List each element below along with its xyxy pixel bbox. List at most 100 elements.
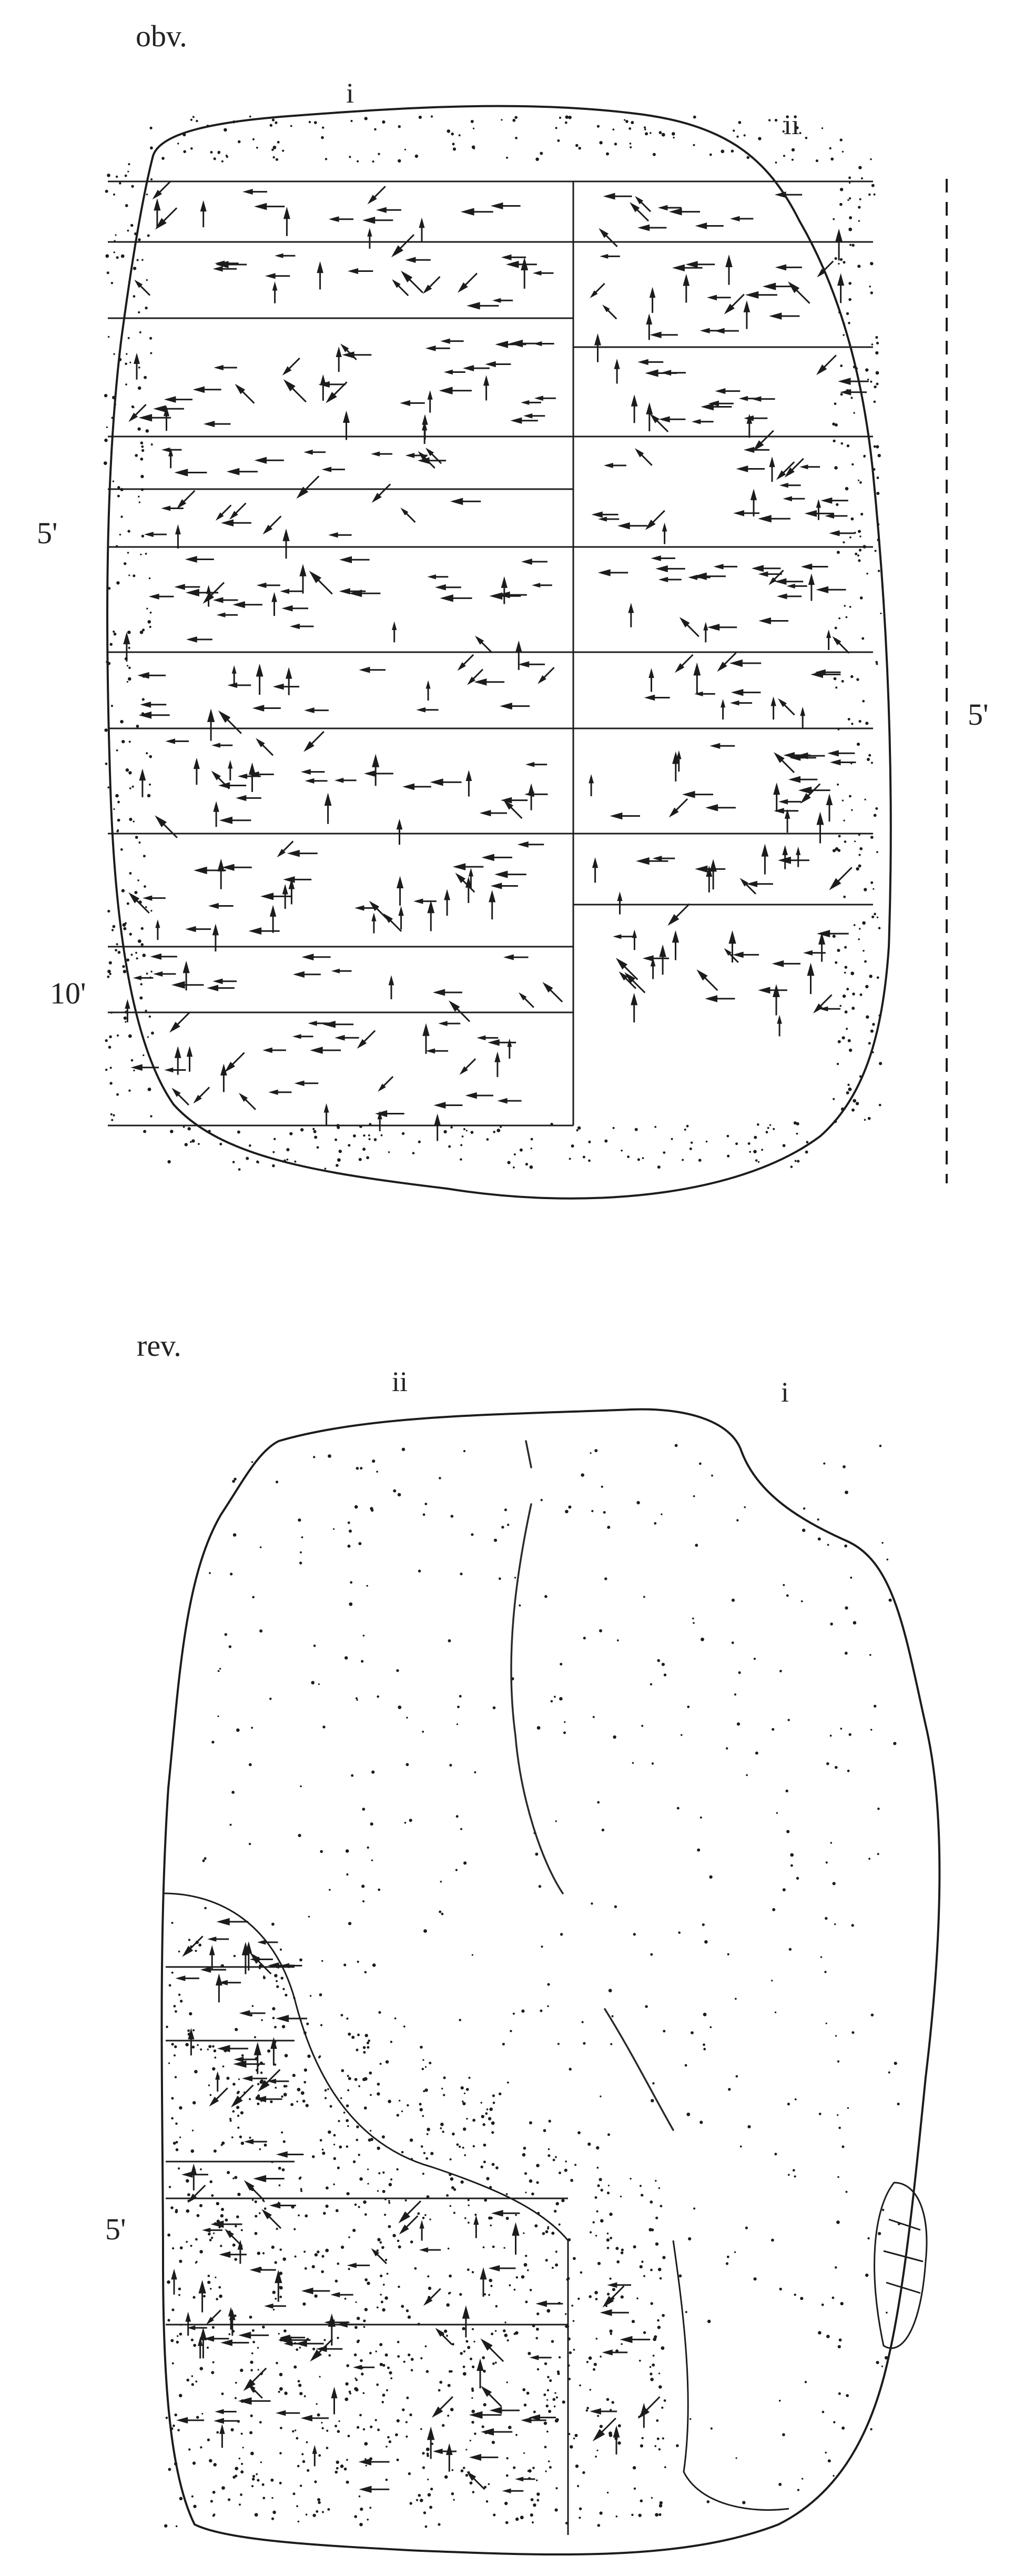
stipple-dot bbox=[631, 2320, 635, 2324]
stipple-dot bbox=[857, 265, 861, 268]
stipple-dot bbox=[358, 2495, 361, 2498]
stipple-dot bbox=[420, 2357, 423, 2360]
stipple-dot bbox=[440, 1881, 442, 1883]
stipple-dot bbox=[401, 1132, 405, 1135]
stipple-dot bbox=[418, 1569, 421, 1573]
cuneiform-wedge bbox=[730, 700, 753, 706]
stipple-dot bbox=[272, 2510, 276, 2514]
reverse-outline bbox=[160, 1408, 941, 2556]
stipple-dot bbox=[625, 120, 628, 123]
stipple-dot bbox=[312, 1128, 315, 1130]
stipple-dot bbox=[504, 1508, 508, 1512]
stipple-dot bbox=[502, 2043, 505, 2046]
stipple-dot bbox=[250, 2369, 253, 2372]
stipple-dot bbox=[865, 985, 869, 989]
stipple-dot bbox=[272, 2308, 275, 2311]
stipple-dot bbox=[429, 2062, 432, 2065]
stipple-dot bbox=[888, 1598, 892, 1602]
cuneiform-wedge bbox=[774, 578, 804, 585]
stipple-dot bbox=[847, 1769, 850, 1772]
stipple-dot bbox=[385, 2478, 388, 2481]
stipple-dot bbox=[460, 1158, 462, 1161]
stipple-dot bbox=[875, 807, 878, 810]
stipple-dot bbox=[447, 2415, 450, 2417]
stipple-dot bbox=[443, 2329, 448, 2333]
stipple-dot bbox=[850, 675, 854, 678]
stipple-dot bbox=[262, 2497, 266, 2500]
stipple-dot bbox=[142, 954, 146, 957]
stipple-dot bbox=[488, 2483, 490, 2486]
stipple-dot bbox=[851, 1007, 855, 1010]
stipple-dot bbox=[381, 2401, 384, 2403]
stipple-dot bbox=[333, 1528, 335, 1530]
stipple-dot bbox=[506, 2381, 508, 2384]
stipple-dot bbox=[137, 939, 141, 943]
stipple-dot bbox=[320, 1850, 323, 1853]
stipple-dot bbox=[386, 2446, 388, 2448]
cuneiform-wedge bbox=[510, 417, 538, 424]
stipple-dot bbox=[815, 159, 818, 163]
stipple-dot bbox=[515, 2433, 518, 2436]
stipple-dot bbox=[596, 2210, 599, 2213]
stipple-dot bbox=[128, 163, 130, 166]
stipple-dot bbox=[129, 787, 131, 789]
stipple-dot bbox=[424, 2214, 427, 2216]
stipple-dot bbox=[865, 2273, 869, 2277]
stipple-dot bbox=[262, 1976, 266, 1980]
stipple-dot bbox=[726, 1747, 728, 1750]
stipple-dot bbox=[356, 1467, 359, 1470]
stipple-dot bbox=[830, 1842, 833, 1844]
stipple-dot bbox=[597, 2524, 601, 2527]
stipple-dot bbox=[120, 254, 125, 258]
stipple-dot bbox=[249, 2431, 253, 2435]
cuneiform-wedge bbox=[425, 680, 431, 701]
stipple-dot bbox=[191, 2045, 195, 2049]
stipple-dot bbox=[140, 943, 144, 946]
stipple-dot bbox=[348, 2390, 351, 2394]
stipple-dot bbox=[109, 643, 113, 646]
stipple-dot bbox=[392, 2234, 396, 2237]
cuneiform-wedge bbox=[532, 270, 554, 276]
stipple-dot bbox=[876, 445, 879, 449]
cuneiform-wedge bbox=[709, 743, 735, 749]
cuneiform-wedge bbox=[402, 783, 431, 790]
stipple-dot bbox=[557, 2043, 560, 2045]
stipple-dot bbox=[612, 128, 615, 131]
stipple-dot bbox=[126, 681, 128, 683]
stipple-dot bbox=[111, 1119, 114, 1121]
stipple-dot bbox=[390, 2377, 393, 2379]
stipple-dot bbox=[735, 2075, 738, 2078]
cuneiform-wedge bbox=[631, 394, 638, 423]
stipple-dot bbox=[734, 1693, 737, 1696]
cuneiform-wedge bbox=[651, 555, 675, 561]
cuneiform-wedge bbox=[483, 375, 490, 401]
stipple-dot bbox=[217, 151, 220, 154]
stipple-dot bbox=[660, 2205, 663, 2207]
stipple-dot bbox=[109, 1082, 113, 1085]
stipple-dot bbox=[570, 2445, 573, 2449]
stipple-dot bbox=[139, 331, 141, 333]
stipple-dot bbox=[543, 2394, 546, 2396]
stipple-dot bbox=[393, 1489, 397, 1493]
stipple-dot bbox=[254, 2232, 258, 2235]
cuneiform-wedge bbox=[628, 603, 634, 627]
stipple-dot bbox=[451, 132, 454, 136]
stipple-dot bbox=[859, 596, 863, 600]
stipple-dot bbox=[851, 809, 853, 811]
stipple-dot bbox=[463, 1128, 466, 1131]
stipple-dot bbox=[617, 2441, 621, 2445]
stipple-dot bbox=[410, 2240, 413, 2244]
stipple-dot bbox=[873, 814, 877, 817]
stipple-dot bbox=[130, 224, 134, 227]
stipple-dot bbox=[256, 2473, 258, 2476]
stipple-dot bbox=[460, 2469, 464, 2472]
stipple-dot bbox=[611, 2015, 614, 2017]
stipple-dot bbox=[328, 1454, 331, 1458]
cuneiform-wedge bbox=[534, 395, 556, 401]
cuneiform-wedge bbox=[359, 2486, 390, 2493]
stipple-dot bbox=[874, 912, 876, 916]
stipple-dot bbox=[442, 2131, 444, 2133]
cuneiform-wedge bbox=[288, 878, 295, 905]
stipple-dot bbox=[650, 2200, 653, 2204]
stipple-dot bbox=[596, 2449, 599, 2451]
